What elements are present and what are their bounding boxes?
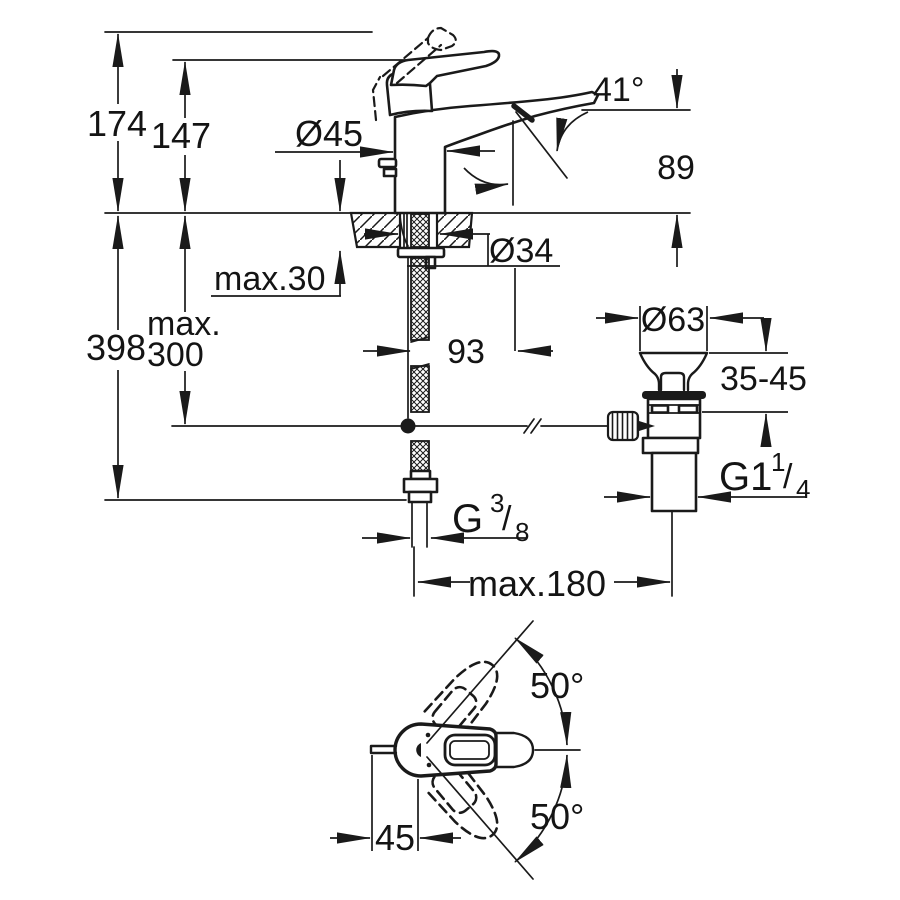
dim-install-depth-label: 398: [86, 327, 146, 368]
dimension-hole-diameter: Ø34: [364, 228, 560, 270]
waste-thread-prefix: G1: [719, 455, 772, 499]
dim-swivel-lower-label: 50°: [530, 796, 584, 837]
waste-thread-numerator: 1: [771, 447, 785, 477]
dim-body-diameter-label: Ø45: [295, 113, 363, 154]
dim-connection-offset-label: 45: [375, 817, 415, 858]
dim-deck-range-label: 35-45: [720, 360, 807, 398]
drain-valve-view: Ø63 35-45 G1 1 / 4: [596, 301, 810, 597]
dimension-89: 89: [657, 69, 695, 267]
supply-thread-denominator: 8: [515, 517, 529, 547]
spout-angle-annotation: [463, 111, 589, 206]
supply-stub: [369, 744, 398, 755]
dim-spout-angle-label: 41°: [593, 71, 644, 109]
dimension-deck-range: 35-45: [702, 318, 807, 447]
supply-thread-prefix: G: [452, 497, 483, 541]
dim-total-height-label: 174: [87, 103, 147, 144]
dimension-147: 147: [151, 61, 211, 212]
rod-ball-joint: [400, 418, 416, 434]
dimension-body-diameter: Ø45: [275, 113, 495, 158]
side-view: 174 147 398 max. 300 Ø45 41°: [86, 26, 695, 604]
waste-thread-slash: /: [783, 458, 793, 496]
faucet-lever-raised-dashed: [371, 26, 457, 122]
dim-spout-reach-label: 93: [447, 333, 485, 371]
logo-notch: [416, 743, 421, 757]
dimension-spout-reach: 93: [363, 268, 553, 371]
aerator-face: [511, 103, 535, 123]
popup-rod: [171, 418, 609, 434]
dim-flange-diameter-label: Ø63: [641, 301, 705, 339]
dimension-connection-offset: 45: [330, 755, 461, 858]
dimension-flange-diameter: Ø63: [596, 301, 764, 351]
dimension-rod-span: max.180: [417, 563, 671, 604]
faucet-lever: [385, 49, 501, 117]
supply-thread-numerator: 3: [490, 488, 504, 518]
supply-thread-slash: /: [502, 500, 512, 538]
dimension-waste-thread: G1 1 / 4: [604, 447, 810, 504]
dimension-398: 398: [86, 215, 146, 499]
dim-lever-height-label: 147: [151, 115, 211, 156]
dim-hose-depth-value: 300: [147, 336, 204, 374]
drain-valve-body: [606, 351, 709, 597]
popup-knob: [377, 157, 398, 178]
dimension-supply-thread: G 3 / 8: [362, 488, 529, 547]
faucet-body: [377, 90, 600, 215]
supply-hose: [402, 257, 439, 597]
dimension-deck-thickness: max.30: [211, 160, 346, 298]
dim-hose-depth-prefix: max.: [147, 305, 221, 343]
dimension-max300: max. 300: [147, 215, 221, 425]
dim-deck-thickness-label: max.30: [214, 260, 326, 298]
rod-clamp-knurl: [606, 410, 640, 442]
top-view: 50° 50° 45: [330, 620, 584, 880]
top-view-body: [369, 722, 535, 778]
dim-rod-span-label: max.180: [468, 563, 606, 604]
dim-hole-diameter-label: Ø34: [489, 232, 553, 270]
waste-thread-denominator: 4: [796, 474, 810, 504]
dimension-174: 174: [87, 33, 147, 212]
dimension-spout-angle: 41°: [593, 71, 644, 109]
dimension-swivel-angles: 50° 50°: [426, 620, 584, 880]
dim-spout-height-label: 89: [657, 149, 695, 187]
dim-swivel-upper-label: 50°: [530, 665, 584, 706]
